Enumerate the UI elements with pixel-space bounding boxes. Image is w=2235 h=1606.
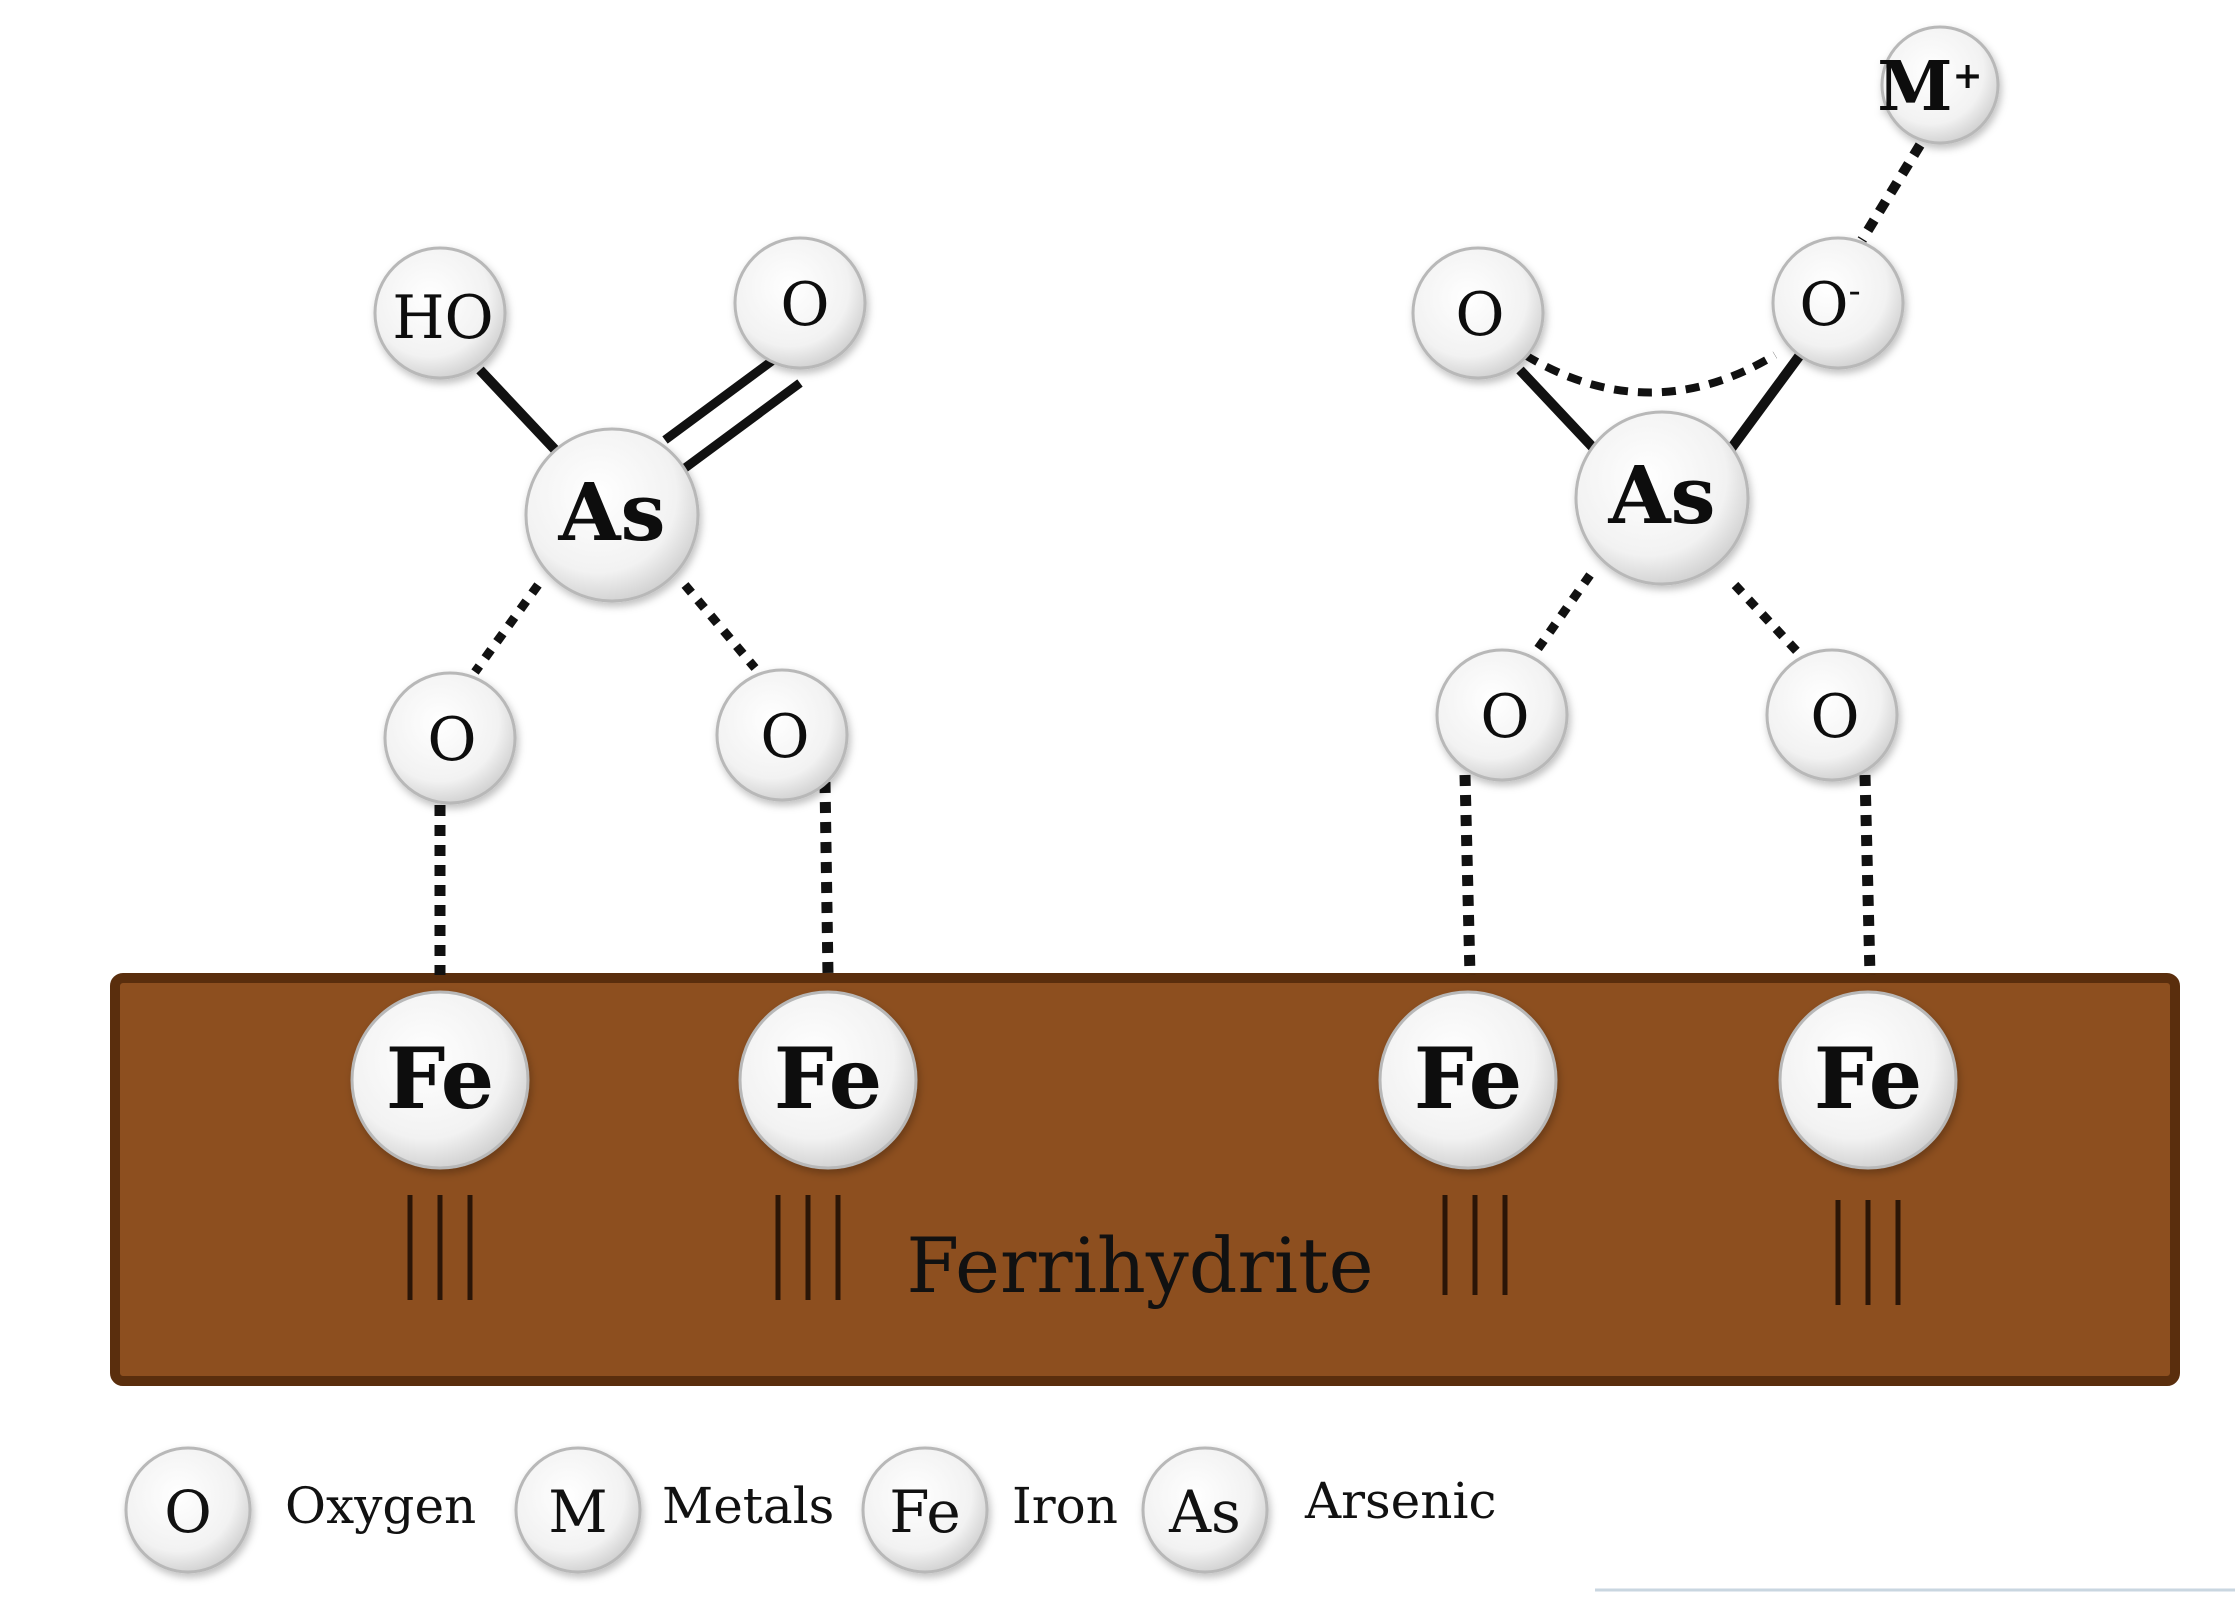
bond-o-bl2-fe2 bbox=[819, 781, 834, 976]
svg-text:Fe: Fe bbox=[1414, 1029, 1523, 1128]
bond-as-o-bl1 bbox=[471, 582, 542, 675]
ferrihydrite-surface bbox=[110, 973, 2180, 1386]
atom-as-right: As bbox=[1574, 410, 1750, 586]
svg-text:Fe: Fe bbox=[386, 1029, 495, 1128]
svg-text:As: As bbox=[557, 465, 665, 559]
bond-as-o-br1 bbox=[1526, 572, 1594, 663]
legend-item-metals: M Metals bbox=[514, 1446, 834, 1574]
atom-as-left: As bbox=[524, 427, 700, 603]
bond-o-br1-fe3 bbox=[1459, 774, 1476, 976]
svg-text:O: O bbox=[1455, 280, 1504, 350]
surface-label: Ferrihydrite bbox=[906, 1221, 1373, 1310]
atom-fe-2: Fe bbox=[738, 990, 918, 1170]
bond-mplus-ominus bbox=[1857, 142, 1925, 243]
svg-text:Iron: Iron bbox=[1012, 1477, 1118, 1535]
atom-o-br1: O bbox=[1435, 648, 1569, 782]
atom-o-minus: O- bbox=[1771, 236, 1905, 370]
svg-text:O-: O- bbox=[1799, 270, 1860, 340]
bond-as-o-br2 bbox=[1731, 581, 1809, 664]
bond-as-o-minus bbox=[1725, 352, 1805, 453]
svg-text:Fe: Fe bbox=[774, 1029, 883, 1128]
bond-resonance-arc bbox=[1522, 351, 1778, 397]
bond-as-o-left bbox=[1516, 366, 1604, 459]
atom-o-bl2: O bbox=[715, 668, 849, 802]
svg-text:O: O bbox=[427, 705, 476, 775]
surface-triple-bonds bbox=[407, 1195, 1901, 1305]
atom-o-bl1: O bbox=[383, 671, 517, 805]
bond-as-o-bl2 bbox=[681, 582, 759, 671]
atom-fe-4: Fe bbox=[1778, 990, 1958, 1170]
svg-text:O: O bbox=[780, 270, 829, 340]
legend-item-oxygen: O Oxygen bbox=[124, 1446, 476, 1574]
atom-ho: HO bbox=[373, 246, 507, 380]
bond-o-br2-fe4 bbox=[1859, 774, 1876, 976]
atom-o-br2: O bbox=[1765, 648, 1899, 782]
svg-text:Oxygen: Oxygen bbox=[285, 1477, 476, 1535]
svg-text:HO: HO bbox=[392, 283, 494, 353]
atom-m-plus: M+ bbox=[1877, 25, 2000, 145]
bond-as-ho bbox=[476, 366, 564, 459]
atom-o-double: O bbox=[733, 236, 867, 370]
svg-text:Arsenic: Arsenic bbox=[1304, 1472, 1496, 1530]
legend-item-iron: Fe Iron bbox=[861, 1446, 1118, 1574]
svg-text:Fe: Fe bbox=[889, 1478, 960, 1546]
bond-as-o-double-a bbox=[662, 351, 783, 444]
svg-text:As: As bbox=[1607, 448, 1715, 542]
atom-fe-3: Fe bbox=[1378, 990, 1558, 1170]
svg-text:M: M bbox=[548, 1478, 607, 1546]
svg-text:O: O bbox=[1810, 682, 1859, 752]
svg-text:O: O bbox=[1480, 682, 1529, 752]
legend: O Oxygen M Metals Fe Iron As Arsenic bbox=[124, 1446, 1496, 1574]
svg-text:O: O bbox=[760, 702, 809, 772]
atom-o-left: O bbox=[1411, 246, 1545, 380]
svg-text:As: As bbox=[1168, 1478, 1241, 1546]
atom-fe-1: Fe bbox=[350, 990, 530, 1170]
bond-as-o-double-b bbox=[682, 379, 803, 472]
svg-text:Metals: Metals bbox=[662, 1477, 834, 1535]
left-arsenate-bonds bbox=[434, 351, 834, 976]
right-arsenate-bonds bbox=[1459, 142, 1925, 976]
legend-item-arsenic: As Arsenic bbox=[1141, 1446, 1496, 1574]
svg-text:Fe: Fe bbox=[1814, 1029, 1923, 1128]
svg-text:O: O bbox=[164, 1478, 212, 1546]
svg-text:M+: M+ bbox=[1877, 47, 1982, 127]
